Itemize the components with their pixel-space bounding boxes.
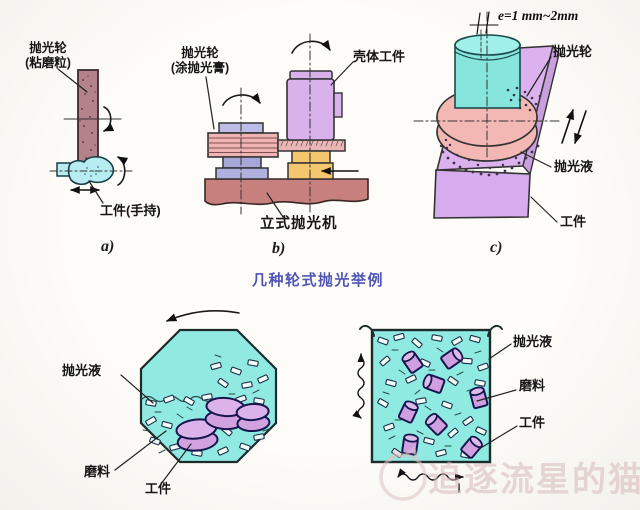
right-hook [487, 324, 503, 337]
right-rotation-arrow-icon [291, 39, 331, 54]
a-wheel-label-line2: (粘磨粒) [25, 56, 71, 70]
barrel-abrasive-label: 磨料 [84, 464, 111, 479]
fixture-upper [291, 150, 331, 164]
disc-front-rim [436, 116, 538, 147]
a-wheel-label: 抛光轮 (粘磨粒) [17, 41, 79, 71]
polishing-wheel [207, 132, 279, 158]
tank-liquid-label: 抛光液 [513, 334, 553, 349]
workpiece-leader-line [330, 61, 354, 86]
workpiece-rotation-arrow-icon [117, 156, 129, 186]
pedestal-upper [222, 156, 262, 169]
workpiece-leader-line [530, 196, 558, 223]
b-machine-label: 立式抛光机 [260, 216, 338, 232]
vertical-vibration-arrow-icon [352, 353, 365, 419]
abrasive-speckles [79, 75, 96, 159]
barrel-liquid-label: 抛光液 [62, 363, 102, 378]
wheel-rotation-arrow-icon [103, 106, 115, 132]
a-tag: a) [101, 238, 115, 255]
abrasive-leader-line [476, 389, 517, 402]
dimension-tick-left [476, 12, 481, 35]
shell-workpiece-boss [333, 92, 343, 118]
machine-leader-line [266, 192, 284, 218]
left-hook [359, 324, 375, 337]
wheel-stripes [207, 137, 279, 153]
c-wheel-label: 抛光轮 [553, 44, 593, 59]
figure-caption: 几种轮式抛光举例 [251, 272, 384, 289]
tank-abrasive-label: 磨料 [519, 378, 546, 393]
watermark-cat-logo [379, 446, 427, 501]
b-wheel-label-line2: (涂抛光膏) [170, 61, 230, 75]
c-gap-dimension-label: e=1 mm~2mm [498, 8, 579, 23]
contact-speckles [84, 166, 99, 177]
c-tag: c) [490, 239, 503, 256]
table-hatching [280, 140, 344, 147]
barrel-rotation-arrow-icon [166, 309, 240, 322]
oscillation-arrow-up-icon [561, 109, 574, 144]
a-wheel-label-line1: 抛光轮 [29, 41, 67, 55]
disc-lower-rim [436, 131, 538, 162]
workpiece-leader-line [88, 180, 104, 204]
b-wheel-label-line1: 抛光轮 [181, 46, 219, 60]
barrel-diagram [114, 309, 278, 485]
pedestal-lower [215, 167, 269, 180]
b-wheel-label: 抛光轮 (涂抛光膏) [163, 46, 237, 76]
machine-base [204, 178, 369, 206]
tank-workpiece-label: 工件 [519, 415, 546, 430]
diagram-b [204, 33, 369, 218]
wheel-leader-line [205, 76, 215, 130]
wheel-leader-line [57, 68, 88, 93]
b-workpiece-label: 壳体工件 [353, 49, 406, 64]
b-tag: b) [272, 240, 286, 257]
diagram-a [49, 68, 133, 204]
liquid-leader-line [520, 151, 552, 168]
a-workpiece-label: 工件(手持) [100, 203, 161, 218]
diagram-c [413, 11, 587, 223]
workpiece-block-front [433, 169, 531, 219]
abrasive-particles [377, 332, 489, 459]
watermark-text: 追逐流星的猫 [428, 461, 640, 499]
c-workpiece-label: 工件 [560, 214, 587, 229]
horizontal-vibration-arrow-icon [397, 468, 464, 481]
barrel-workpiece-label: 工件 [145, 481, 172, 496]
liquid-leader-line [120, 374, 154, 404]
workpiece-leader-line [160, 443, 192, 485]
slurry-speckles [439, 86, 542, 177]
c-liquid-label: 抛光液 [554, 159, 594, 174]
wheel-leader-line [526, 56, 552, 97]
abrasive-leader-line [114, 430, 167, 471]
dimension-tick-right [485, 11, 490, 34]
oscillation-arrow-down-icon [574, 110, 587, 144]
tumbling-workpieces [175, 396, 271, 452]
left-rotation-arrow-icon [222, 92, 261, 106]
shell-workpiece-cap [289, 70, 333, 80]
workpiece-leader-line [478, 425, 518, 450]
liquid-leader-line [488, 343, 512, 360]
